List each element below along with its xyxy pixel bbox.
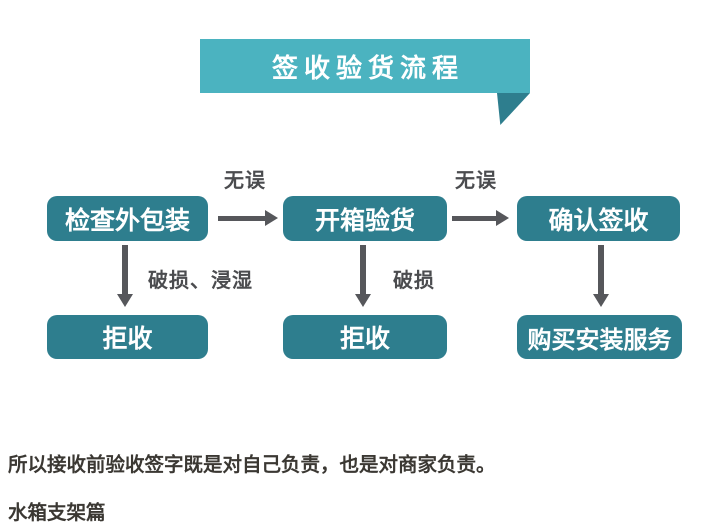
paragraph: 所以接收前验收签字既是对自己负责，也是对商家负责。 bbox=[8, 454, 496, 476]
node-confirm-sign: 确认签收 bbox=[517, 196, 680, 241]
edge-label-no-error-2: 无误 bbox=[455, 170, 497, 192]
arrow-down-icon bbox=[117, 245, 133, 307]
arrow-right-icon bbox=[452, 210, 509, 226]
arrow-head bbox=[593, 294, 609, 307]
title-banner: 签收验货流程 bbox=[200, 39, 530, 125]
arrow-shaft bbox=[122, 245, 128, 294]
arrow-down-icon bbox=[355, 245, 371, 307]
node-reject-middle: 拒收 bbox=[283, 315, 447, 359]
node-reject-left: 拒收 bbox=[47, 315, 208, 359]
title-banner-label: 签收验货流程 bbox=[271, 52, 464, 83]
arrow-shaft bbox=[360, 245, 366, 294]
arrow-right-icon bbox=[218, 210, 278, 226]
arrow-head bbox=[117, 294, 133, 307]
node-check-packaging: 检查外包装 bbox=[47, 196, 208, 241]
node-open-box-inspect: 开箱验货 bbox=[283, 196, 447, 241]
edge-label-damaged: 破损 bbox=[393, 270, 435, 292]
edge-label-damaged-soaked: 破损、浸湿 bbox=[148, 270, 253, 292]
banner-tail-icon bbox=[497, 93, 530, 125]
arrow-shaft bbox=[452, 215, 496, 221]
edge-label-no-error-1: 无误 bbox=[224, 170, 266, 192]
arrow-head bbox=[355, 294, 371, 307]
arrow-head bbox=[265, 210, 278, 226]
arrow-head bbox=[496, 210, 509, 226]
node-buy-install-service: 购买安装服务 bbox=[517, 315, 682, 359]
section-title: 水箱支架篇 bbox=[8, 502, 106, 524]
arrow-down-icon bbox=[593, 245, 609, 307]
arrow-shaft bbox=[598, 245, 604, 294]
arrow-shaft bbox=[218, 215, 265, 221]
